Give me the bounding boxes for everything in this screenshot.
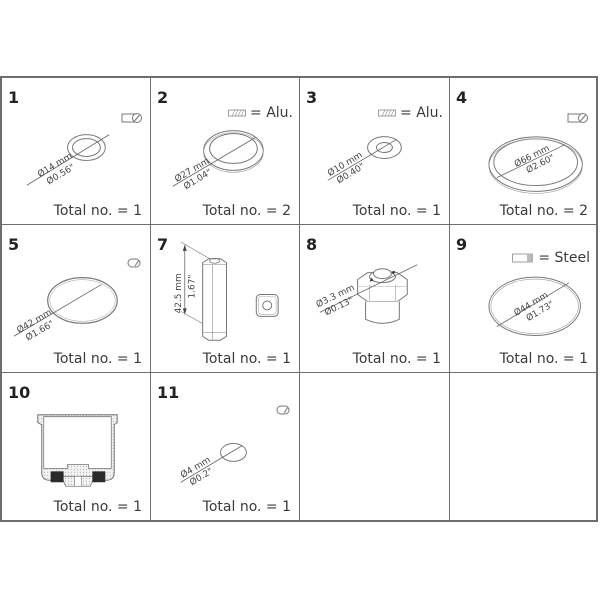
part-number: 2 <box>157 88 169 107</box>
part-number: 8 <box>306 235 318 254</box>
o-ring-icon <box>127 258 141 268</box>
part-number: 10 <box>8 383 31 402</box>
material-label: = Alu. <box>250 105 293 121</box>
nozzle-orifice-drawing: Ø3.3 mm Ø0.13" <box>314 264 418 324</box>
part-number: 3 <box>306 88 318 107</box>
total-count: Total no. = 1 <box>352 203 441 219</box>
svg-text:1.67": 1.67" <box>188 275 198 299</box>
part-cell-10: 10 Total no. = 1 <box>2 373 151 520</box>
part-number: 9 <box>456 235 468 254</box>
o-ring-drawing: Ø42 mm Ø1.66" <box>13 277 118 343</box>
washer-drawing: Ø27 mm Ø1.04" <box>172 130 264 192</box>
total-count: Total no. = 1 <box>352 351 441 367</box>
part-cell-1: 1 Ø14 mm Ø0.56" Total no. = 1 <box>2 78 151 225</box>
valve-cap-section-drawing <box>37 414 118 487</box>
part-cell-11: 11 Ø4 mm Ø0.2" Total no. = 1 <box>151 373 300 520</box>
o-ring-drawing: Ø14 mm Ø0.56" <box>26 134 110 187</box>
svg-text:42.5 mm: 42.5 mm <box>174 273 184 313</box>
part-cell-3: 3 = Alu. Ø10 mm Ø0.40" Total no. = 1 <box>300 78 450 225</box>
material-label: = Alu. <box>400 105 443 121</box>
retaining-ring-drawing: Ø44 mm Ø1.73" <box>488 276 581 336</box>
steel-icon <box>512 253 534 263</box>
part-cell-7: 7 42.5 mm 1.67" Total no. = 1 <box>151 225 300 373</box>
total-count: Total no. = 1 <box>202 499 291 515</box>
aluminium-hatch-icon <box>378 109 396 117</box>
spacer-tube-drawing: 42.5 mm 1.67" <box>174 241 279 341</box>
material-legend: = Alu. <box>228 105 293 121</box>
part-number: 4 <box>456 88 468 107</box>
part-cell-5: 5 Ø42 mm Ø1.66" Total no. = 1 <box>2 225 151 373</box>
part-cell-2: 2 = Alu. Ø27 mm Ø1.04" Total no. = 2 <box>151 78 300 225</box>
total-count: Total no. = 1 <box>53 499 142 515</box>
total-count: Total no. = 2 <box>202 203 291 219</box>
part-cell-8: 8 Ø3.3 mm Ø0.13" Total no. = 1 <box>300 225 450 373</box>
part-number: 11 <box>157 383 180 402</box>
ball-drawing: Ø4 mm Ø0.2" <box>179 443 247 488</box>
part-number: 7 <box>157 235 169 254</box>
seal-left <box>50 471 64 483</box>
empty-cell <box>300 373 450 520</box>
o-ring-drawing: Ø66 mm Ø2.60" <box>488 136 583 194</box>
o-ring-icon <box>276 405 290 415</box>
material-label: = Steel <box>538 250 590 266</box>
washer-drawing: Ø10 mm Ø0.40" <box>326 136 402 186</box>
o-ring-icon <box>121 113 142 123</box>
total-count: Total no. = 1 <box>53 203 142 219</box>
part-cell-4: 4 Ø66 mm Ø2.60" Total no. = 2 <box>450 78 596 225</box>
aluminium-hatch-icon <box>228 109 246 117</box>
total-count: Total no. = 1 <box>499 351 588 367</box>
seal-right <box>92 471 106 483</box>
empty-cell <box>450 373 596 520</box>
part-cell-9: 9 = Steel Ø44 mm Ø1.73" Total no. = 1 <box>450 225 596 373</box>
o-ring-icon <box>567 113 588 123</box>
material-legend: = Steel <box>512 250 590 266</box>
material-legend: = Alu. <box>378 105 443 121</box>
part-number: 5 <box>8 235 20 254</box>
total-count: Total no. = 1 <box>202 351 291 367</box>
part-number: 1 <box>8 88 20 107</box>
total-count: Total no. = 2 <box>499 203 588 219</box>
total-count: Total no. = 1 <box>53 351 142 367</box>
spare-parts-grid: 1 Ø14 mm Ø0.56" Total no. = 1 2 = Alu. <box>0 76 598 522</box>
